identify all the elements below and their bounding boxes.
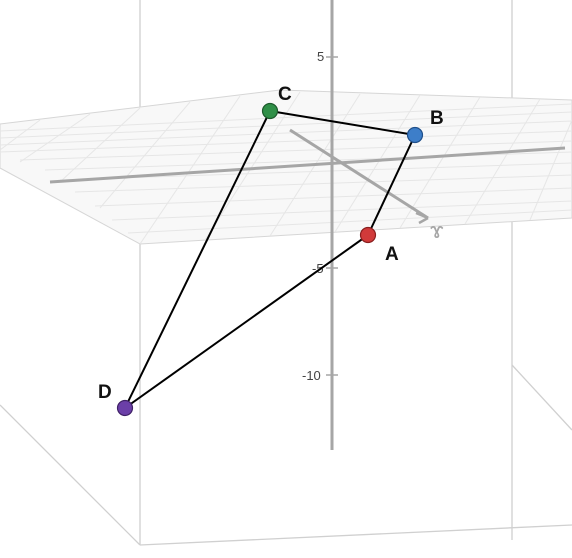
bounding-box — [0, 0, 572, 546]
z-axis-ticks — [326, 56, 338, 376]
point-C[interactable] — [261, 102, 279, 120]
y-axis-glyph: ɤ — [430, 218, 444, 243]
point-B[interactable] — [406, 126, 424, 144]
point-D[interactable] — [116, 399, 134, 417]
point-label-A: A — [385, 244, 399, 265]
z-tick-label-neg5: -5 — [312, 261, 324, 276]
point-label-B: B — [430, 108, 444, 129]
quadrilateral — [124, 110, 416, 409]
point-label-C: C — [278, 84, 292, 105]
z-tick-label-neg10: -10 — [302, 368, 321, 383]
y-axis-arrow-icon — [415, 211, 429, 225]
x-axis — [49, 146, 566, 184]
point-A[interactable] — [359, 226, 377, 244]
y-axis — [289, 128, 429, 220]
segment-A-B[interactable] — [367, 134, 416, 236]
segment-C-D[interactable] — [124, 110, 271, 409]
z-tick-label-5: 5 — [317, 49, 324, 64]
point-label-D: D — [98, 382, 112, 403]
segment-B-C[interactable] — [269, 110, 416, 136]
segment-D-A[interactable] — [124, 234, 369, 409]
